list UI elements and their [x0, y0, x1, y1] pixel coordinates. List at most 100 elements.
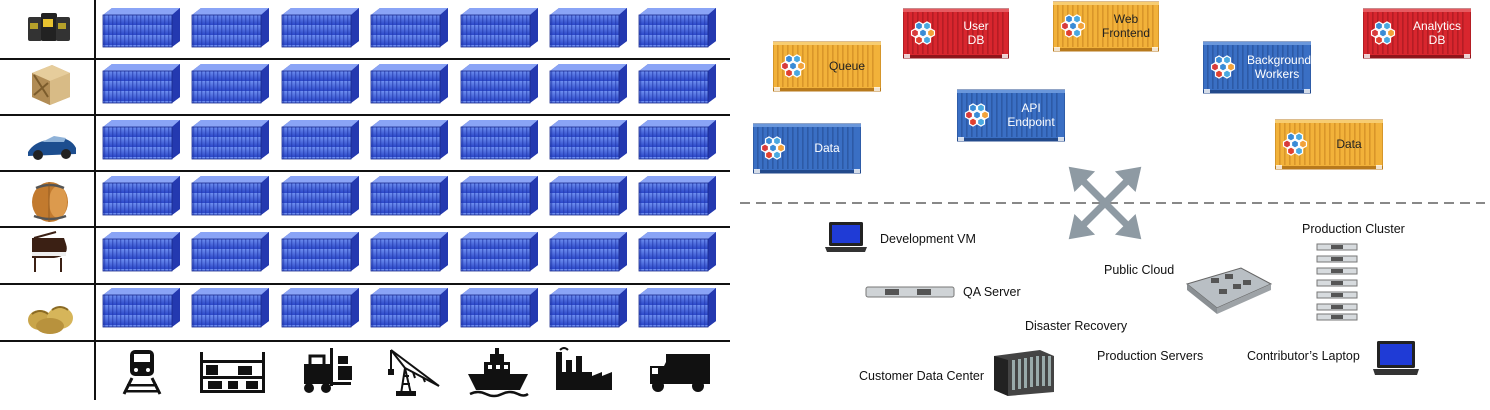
shipping-container-icon — [189, 285, 271, 334]
shipping-container-icon — [458, 229, 540, 278]
wine-barrel-icon — [32, 182, 68, 222]
blade-server-icon — [994, 350, 1054, 396]
truck-icon — [650, 354, 710, 392]
container-shape — [1202, 41, 1312, 94]
container-label-line: API — [1021, 101, 1041, 115]
crossed-arrows-icon — [1068, 166, 1142, 240]
shipping-container-icon — [189, 61, 271, 110]
matrix-row-divider — [0, 283, 730, 285]
container-label-line: Queue — [828, 59, 866, 73]
oil-barrels-icon — [28, 13, 70, 41]
server-stack-icon — [1316, 243, 1358, 321]
container-label-line: Frontend — [1101, 26, 1151, 40]
shipping-container-icon — [368, 61, 450, 110]
container-label: Data — [1319, 137, 1379, 151]
shipping-container-icon — [279, 229, 361, 278]
container-shape — [1052, 1, 1160, 52]
env-label-production-cluster: Production Cluster — [1302, 222, 1405, 236]
shipping-container-icon — [547, 173, 629, 222]
shipping-container-icon — [547, 285, 629, 334]
shipping-container-icon — [458, 5, 540, 54]
shipping-container-icon — [636, 61, 718, 110]
docker-logo-icon — [1282, 132, 1308, 156]
laptop-icon — [825, 222, 867, 252]
container-shape — [956, 89, 1066, 142]
factory-icon — [556, 347, 612, 390]
shipping-container-icon — [636, 117, 718, 166]
container-label-line: Background — [1247, 53, 1312, 67]
container-data-left: Data — [752, 122, 862, 174]
matrix-row-divider — [0, 170, 730, 172]
matrix-row-divider — [0, 114, 730, 116]
shipping-container-icon — [100, 5, 182, 54]
env-label-qa-server: QA Server — [963, 285, 1021, 299]
docker-logo-icon — [1210, 55, 1236, 79]
matrix-vertical-divider — [94, 0, 96, 400]
divider-layer — [740, 166, 1485, 240]
docker-logo-icon — [910, 21, 936, 45]
env-label-disaster-recovery: Disaster Recovery — [1025, 319, 1128, 333]
env-label-development-vm: Development VM — [880, 232, 976, 246]
ship-icon — [468, 348, 529, 398]
env-label-customer-data-center: Customer Data Center — [859, 369, 985, 383]
shipping-container-icon — [100, 285, 182, 334]
container-shape — [902, 8, 1010, 59]
env-label-contributors-laptop: Contributor’s Laptop — [1247, 349, 1360, 363]
shipping-container-icon — [636, 5, 718, 54]
rack-server-icon — [865, 286, 955, 298]
shipping-container-icon — [547, 61, 629, 110]
shipping-container-icon — [100, 229, 182, 278]
docker-logo-icon — [780, 54, 806, 78]
shipping-container-icon — [100, 173, 182, 222]
laptop-icon — [1373, 341, 1419, 375]
wooden-crate-icon — [32, 65, 70, 105]
container-label: Data — [797, 141, 857, 155]
matrix-row-divider — [0, 226, 730, 228]
shipping-container-icon — [368, 117, 450, 166]
shipping-container-icon — [189, 5, 271, 54]
docker-logo-icon — [964, 103, 990, 127]
container-label-line: Web — [1113, 12, 1139, 26]
container-label-line: Data — [814, 141, 840, 155]
shipping-container-icon — [279, 173, 361, 222]
shipping-container-icon — [458, 173, 540, 222]
shipping-container-icon — [279, 285, 361, 334]
shipping-container-icon — [279, 117, 361, 166]
shipping-container-icon — [189, 117, 271, 166]
container-label-line: DB — [1428, 33, 1446, 47]
shipping-container-icon — [547, 5, 629, 54]
shipping-container-icon — [368, 229, 450, 278]
container-label-line: User — [963, 19, 989, 33]
shipping-container-icon — [279, 5, 361, 54]
shipping-container-icon — [636, 285, 718, 334]
server-board-icon — [1185, 267, 1273, 314]
shipping-container-icon — [100, 117, 182, 166]
container-label-line: Workers — [1254, 67, 1300, 81]
grain-sacks-icon — [28, 306, 73, 334]
warehouse-shelves-icon — [200, 352, 265, 393]
crane-icon — [388, 349, 440, 396]
container-data-right: Data — [1274, 118, 1384, 170]
sports-car-icon — [28, 136, 76, 160]
matrix-panel — [0, 0, 735, 410]
shipping-container-icon — [458, 285, 540, 334]
shipping-container-icon — [368, 285, 450, 334]
docker-logo-icon — [1060, 14, 1086, 38]
container-queue: Queue — [772, 40, 882, 92]
shipping-container-icon — [636, 229, 718, 278]
shipping-container-icon — [368, 173, 450, 222]
docker-logo-icon — [1370, 21, 1396, 45]
env-label-public-cloud: Public Cloud — [1104, 263, 1175, 277]
shipping-container-icon — [189, 229, 271, 278]
container-shape — [1362, 8, 1472, 59]
shipping-container-icon — [458, 61, 540, 110]
container-shape — [772, 41, 882, 92]
